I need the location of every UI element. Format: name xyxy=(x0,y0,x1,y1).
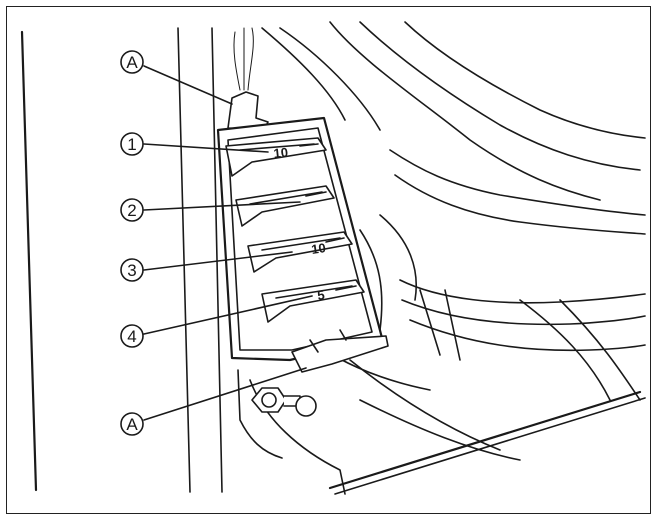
callout-a-top: A xyxy=(120,50,144,74)
vehicle-pillar xyxy=(20,27,245,493)
leader-lines xyxy=(143,65,313,421)
callout-3: 3 xyxy=(120,258,144,282)
mounting-bolt xyxy=(251,387,317,417)
fuse-1-rating: 10 xyxy=(273,145,289,161)
fuse-3-rating: 10 xyxy=(310,240,326,257)
callout-a-bottom-label: A xyxy=(126,415,138,434)
fuse-4-rating: 5 xyxy=(316,287,325,303)
callout-2: 2 xyxy=(120,198,144,222)
wiring-harness xyxy=(233,21,646,495)
callout-2-label: 2 xyxy=(127,201,136,220)
callout-1-label: 1 xyxy=(127,135,136,154)
callout-4-label: 4 xyxy=(127,327,136,346)
fuse-box xyxy=(216,91,389,373)
callout-4: 4 xyxy=(120,324,144,348)
callout-a-top-label: A xyxy=(126,53,138,72)
fuse-3 xyxy=(247,231,353,273)
fuse-4 xyxy=(261,279,365,323)
callout-a-bottom: A xyxy=(120,412,144,436)
fuse-2 xyxy=(235,185,335,227)
callout-1: 1 xyxy=(120,132,144,156)
fuse-1 xyxy=(225,137,327,177)
lower-latch xyxy=(291,335,389,373)
callout-3-label: 3 xyxy=(127,261,136,280)
